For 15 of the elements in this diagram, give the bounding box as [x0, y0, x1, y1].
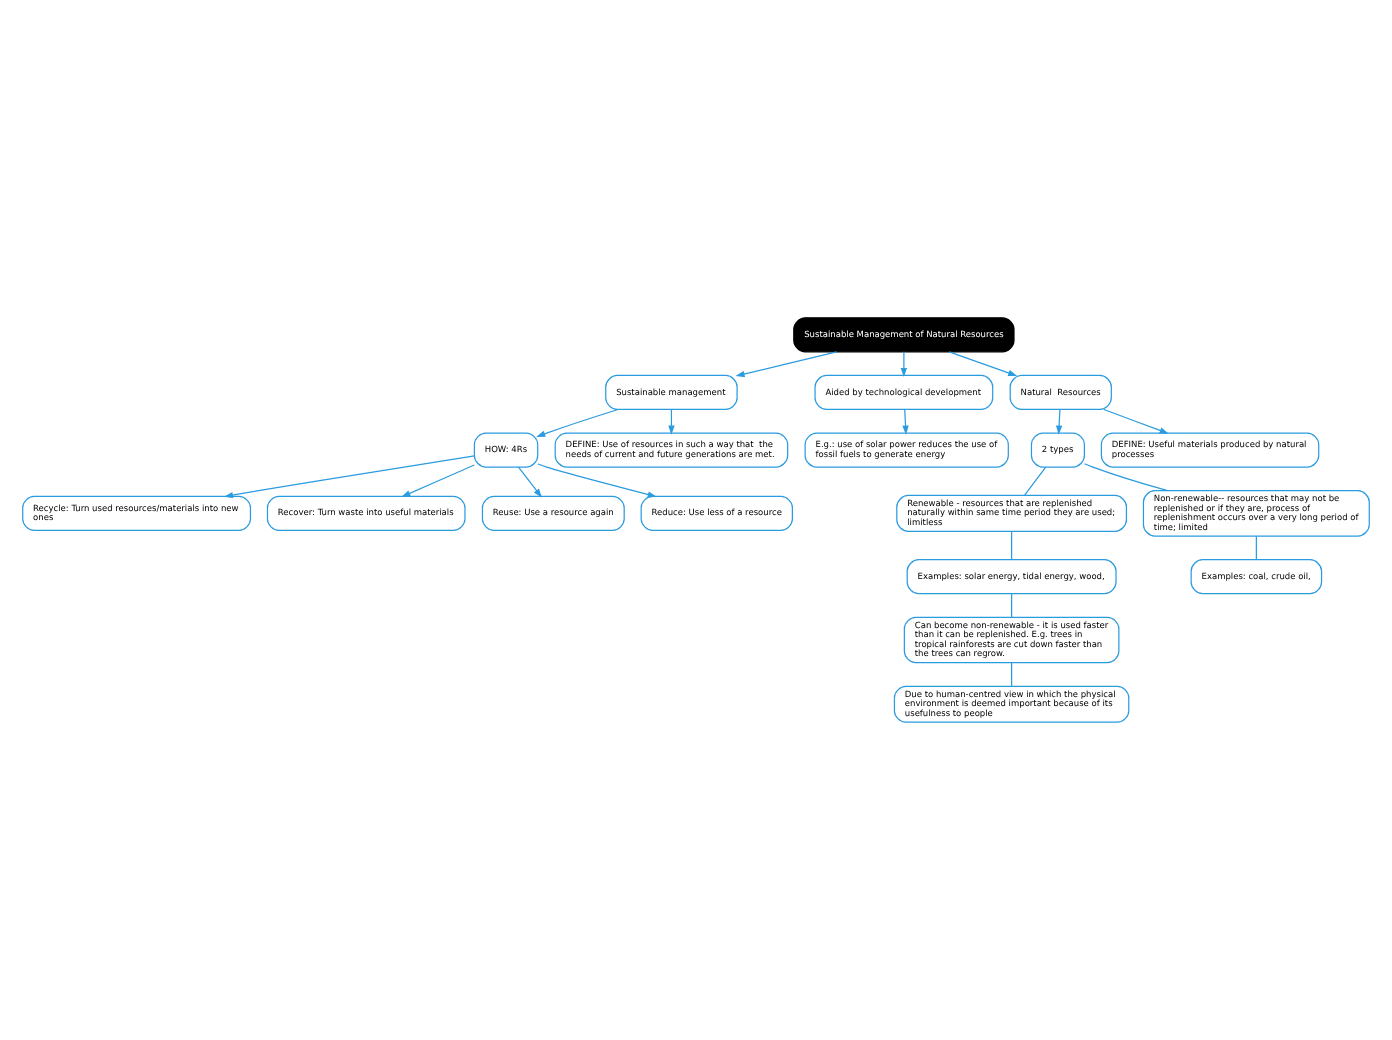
arrow [902, 408, 909, 435]
arrow [537, 463, 657, 498]
arrow [536, 408, 619, 437]
arrow [900, 351, 908, 378]
arrow [517, 466, 542, 498]
arrow [401, 464, 475, 497]
connector [1011, 662, 1013, 687]
connector [1023, 466, 1047, 496]
arrow [223, 455, 475, 499]
connector [1011, 593, 1013, 618]
arrow [948, 351, 1018, 376]
connector [1011, 530, 1013, 561]
arrow [1103, 408, 1169, 434]
arrow [1055, 408, 1063, 435]
connector [1255, 535, 1257, 561]
